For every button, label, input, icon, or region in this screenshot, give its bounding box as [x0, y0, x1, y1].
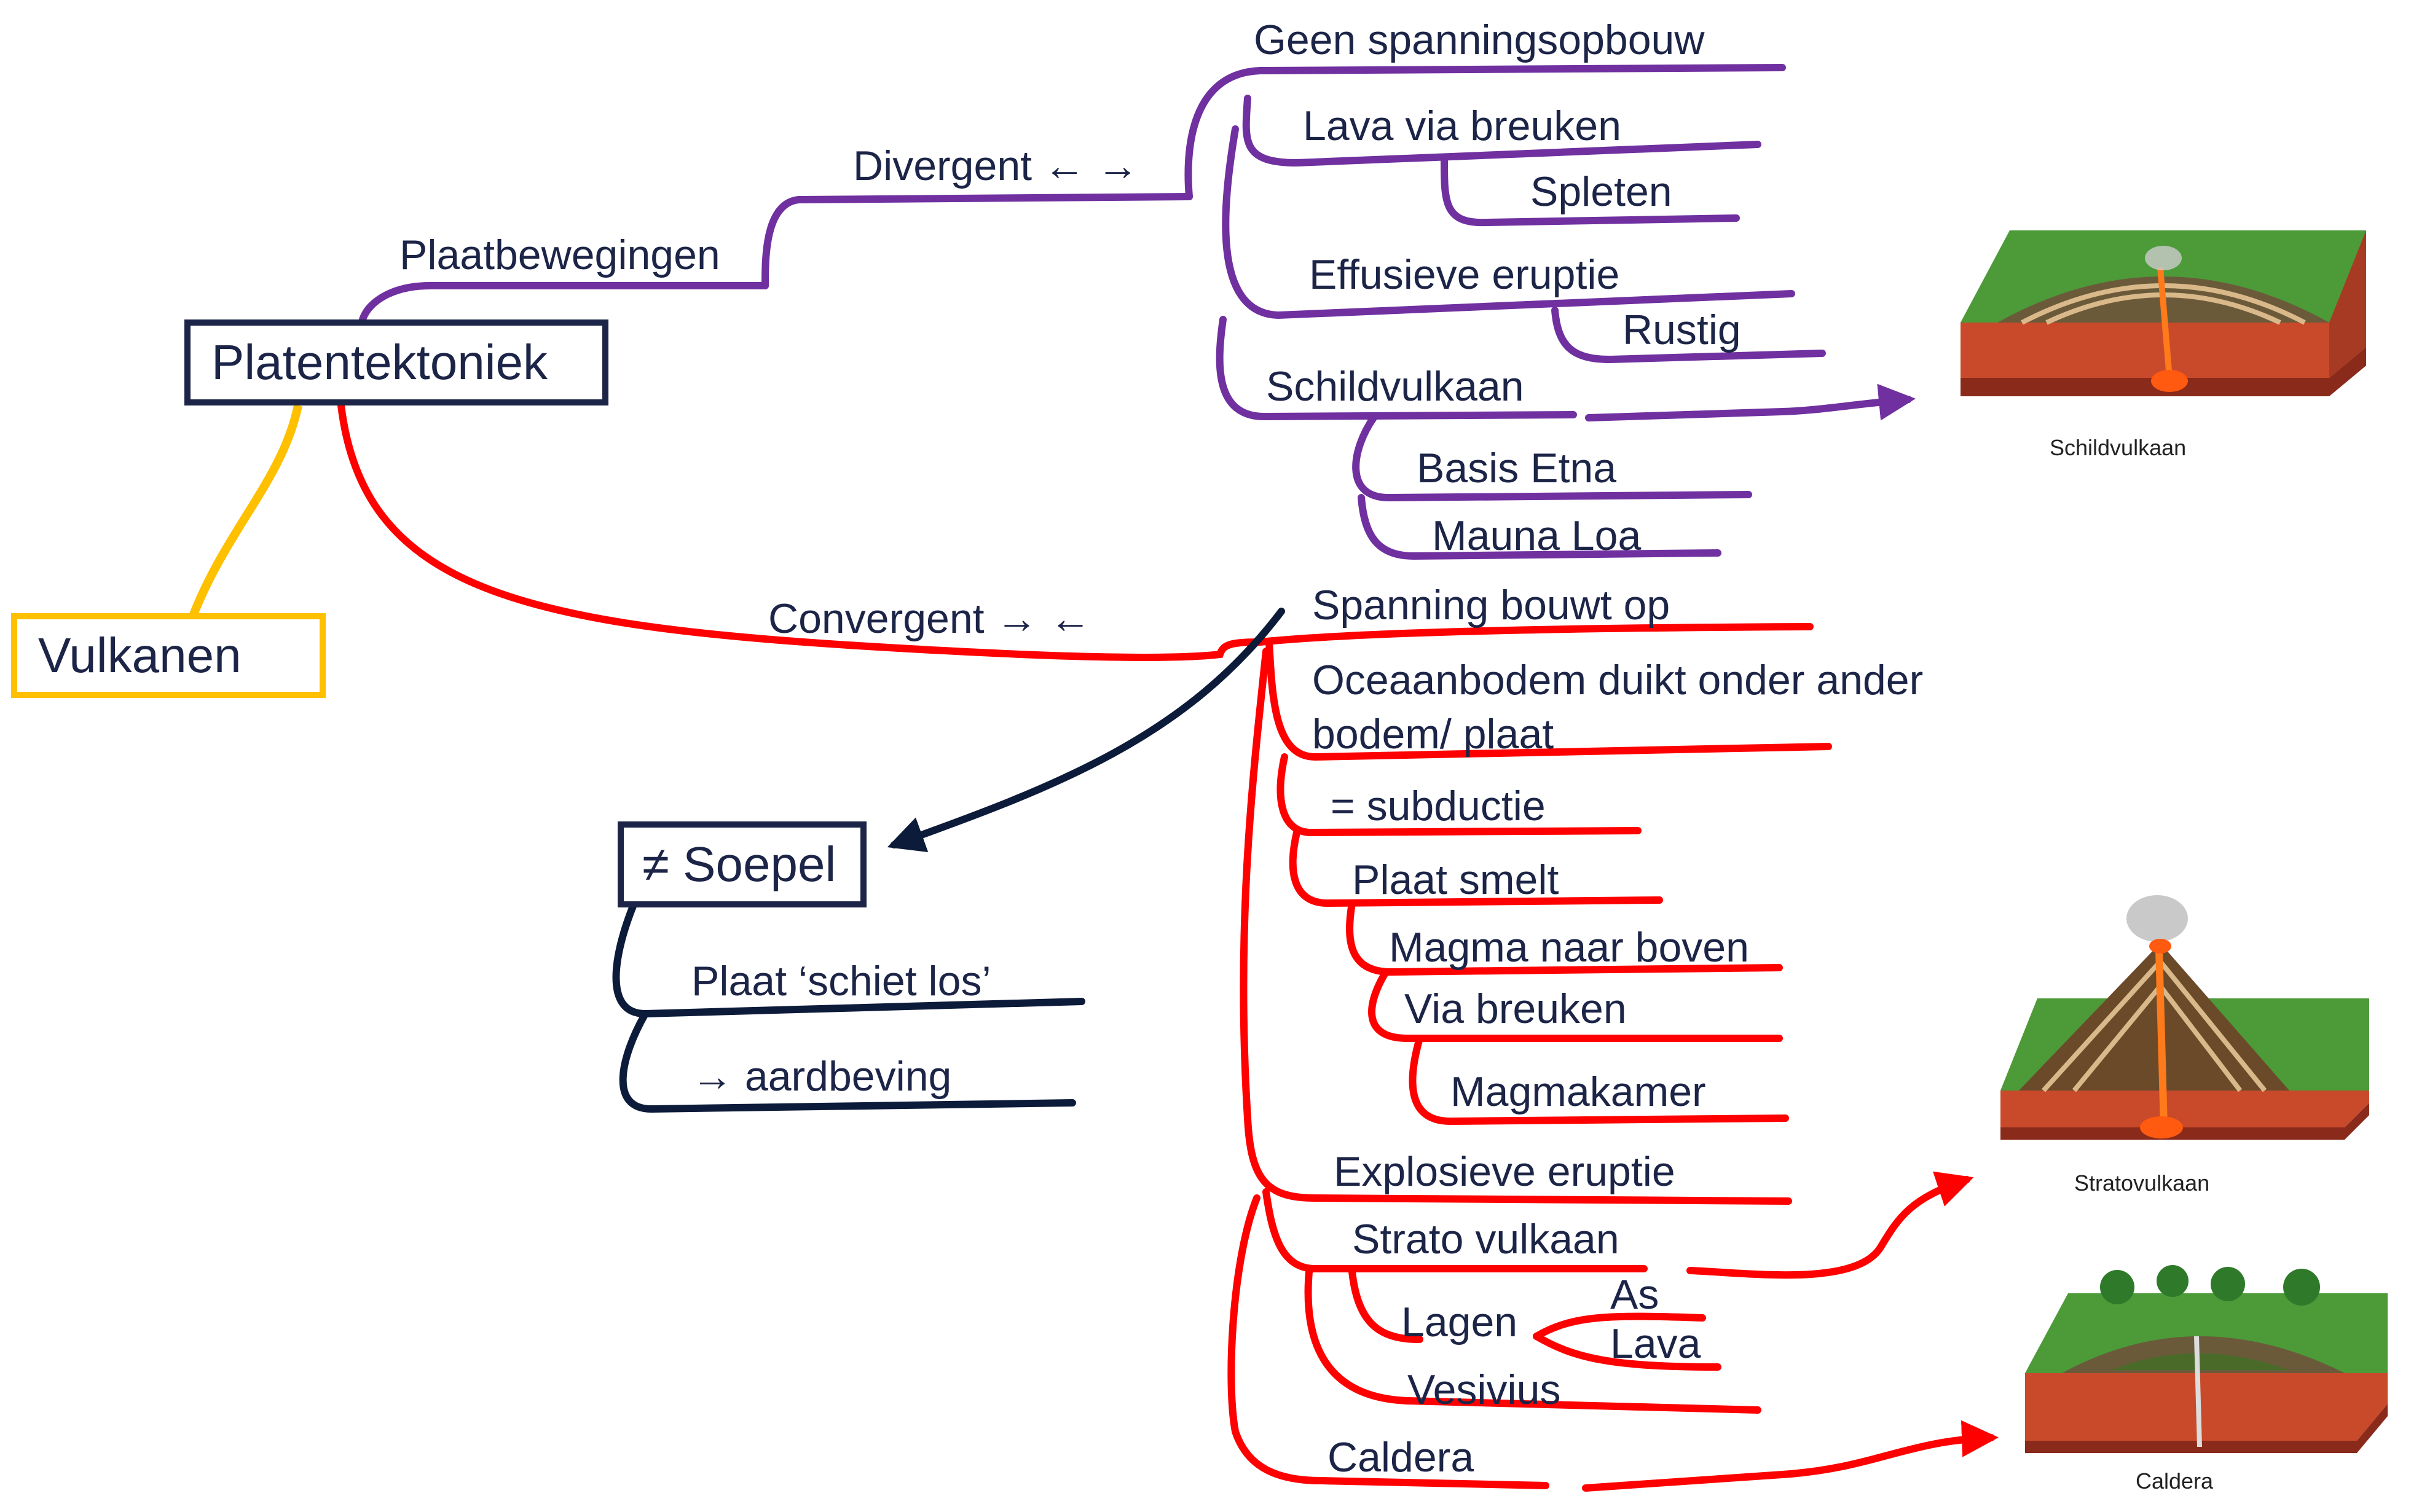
label-vesivius: Vesivius — [1407, 1366, 1561, 1413]
label-geen-spanning: Geen spanningsopbouw — [1254, 17, 1705, 63]
caption-caldera: Caldera — [2136, 1468, 2214, 1494]
central-node-label: Platentektoniek — [211, 335, 548, 390]
link-vesivius — [1304, 1268, 1761, 1414]
link-div-hub — [1184, 64, 1786, 200]
link-schildvulkaan — [1216, 316, 1577, 421]
label-rustig: Rustig — [1622, 307, 1741, 353]
link-explosieve — [1240, 648, 1792, 1205]
link-strato-arrow — [1686, 1171, 1974, 1279]
label-lava-breuken: Lava via breuken — [1303, 103, 1621, 149]
label-magmakamer: Magmakamer — [1450, 1068, 1706, 1115]
label-caldera: Caldera — [1327, 1434, 1474, 1481]
central-node: Platentektoniek — [184, 319, 608, 405]
link-rustig — [1551, 307, 1826, 364]
link-effusieve — [1222, 125, 1795, 319]
label-strato: Strato vulkaan — [1352, 1216, 1619, 1263]
link-spanning — [1256, 623, 1814, 646]
link-magmakamer — [1409, 1035, 1789, 1126]
label-schiet-los: Plaat ‘schiet los’ — [691, 958, 991, 1005]
label-lagen: Lagen — [1401, 1299, 1518, 1346]
link-divergent — [761, 193, 1193, 289]
link-aardbeving — [619, 1010, 1076, 1113]
label-basis-etna: Basis Etna — [1417, 445, 1617, 492]
schildvulkaan-illustration — [1961, 230, 2366, 396]
link-lava-layer — [1533, 1333, 1721, 1371]
link-convergent — [337, 402, 1264, 661]
caption-stratovulkaan: Stratovulkaan — [2074, 1170, 2210, 1196]
link-mauna-loa — [1358, 494, 1721, 560]
caldera-illustration — [2025, 1265, 2388, 1453]
label-spanning: Spanning bouwt op — [1312, 582, 1670, 629]
label-explosieve: Explosieve eruptie — [1334, 1148, 1675, 1195]
link-lagen — [1348, 1268, 1423, 1343]
label-via-breuken: Via breuken — [1404, 985, 1627, 1032]
label-oceaan-line2: bodem/ plaat — [1312, 711, 1554, 758]
label-schildvulkaan: Schildvulkaan — [1266, 363, 1524, 410]
link-subductie — [1276, 753, 1642, 837]
label-as: As — [1610, 1271, 1659, 1318]
link-as — [1533, 1312, 1706, 1340]
label-subductie: = subductie — [1331, 783, 1546, 829]
label-magma-boven: Magma naar boven — [1389, 924, 1749, 971]
link-vulkanen — [189, 404, 302, 616]
label-plaatbewegingen: Plaatbewegingen — [399, 232, 720, 278]
link-via-breuken — [1368, 968, 1783, 1042]
label-plaat-smelt: Plaat smelt — [1352, 856, 1559, 903]
link-schiet-los — [612, 903, 1085, 1018]
link-soepel-arrow — [887, 608, 1285, 853]
vulkanen-node-label: Vulkanen — [38, 628, 242, 683]
label-divergent: Divergent ← → — [853, 143, 1139, 189]
label-aardbeving: → aardbeving — [691, 1053, 952, 1100]
soepel-node-label: ≠ Soepel — [642, 837, 836, 891]
soepel-node: ≠ Soepel — [618, 821, 867, 907]
label-spleten: Spleten — [1530, 168, 1672, 215]
link-caldera — [1227, 1194, 1549, 1489]
label-effusieve: Effusieve eruptie — [1309, 251, 1620, 298]
label-convergent: Convergent → ← — [768, 595, 1091, 642]
vulkanen-node: Vulkanen — [11, 613, 326, 698]
label-oceaan-line1: Oceaanbodem duikt onder ander — [1312, 657, 1924, 703]
link-basis-etna — [1352, 414, 1752, 502]
link-lava-breuken — [1242, 95, 1761, 167]
label-mauna-loa: Mauna Loa — [1432, 512, 1642, 559]
link-plaatbewegingen — [359, 282, 769, 323]
link-schild-arrow — [1585, 383, 1916, 421]
link-spleten — [1441, 156, 1740, 227]
link-oceaan — [1265, 638, 1832, 761]
link-plaat-smelt — [1289, 829, 1663, 907]
stratovulkaan-illustration — [2000, 895, 2369, 1140]
caption-schildvulkaan: Schildvulkaan — [2050, 435, 2187, 460]
link-caldera-arrow — [1582, 1420, 1999, 1492]
label-lava: Lava — [1610, 1320, 1701, 1367]
